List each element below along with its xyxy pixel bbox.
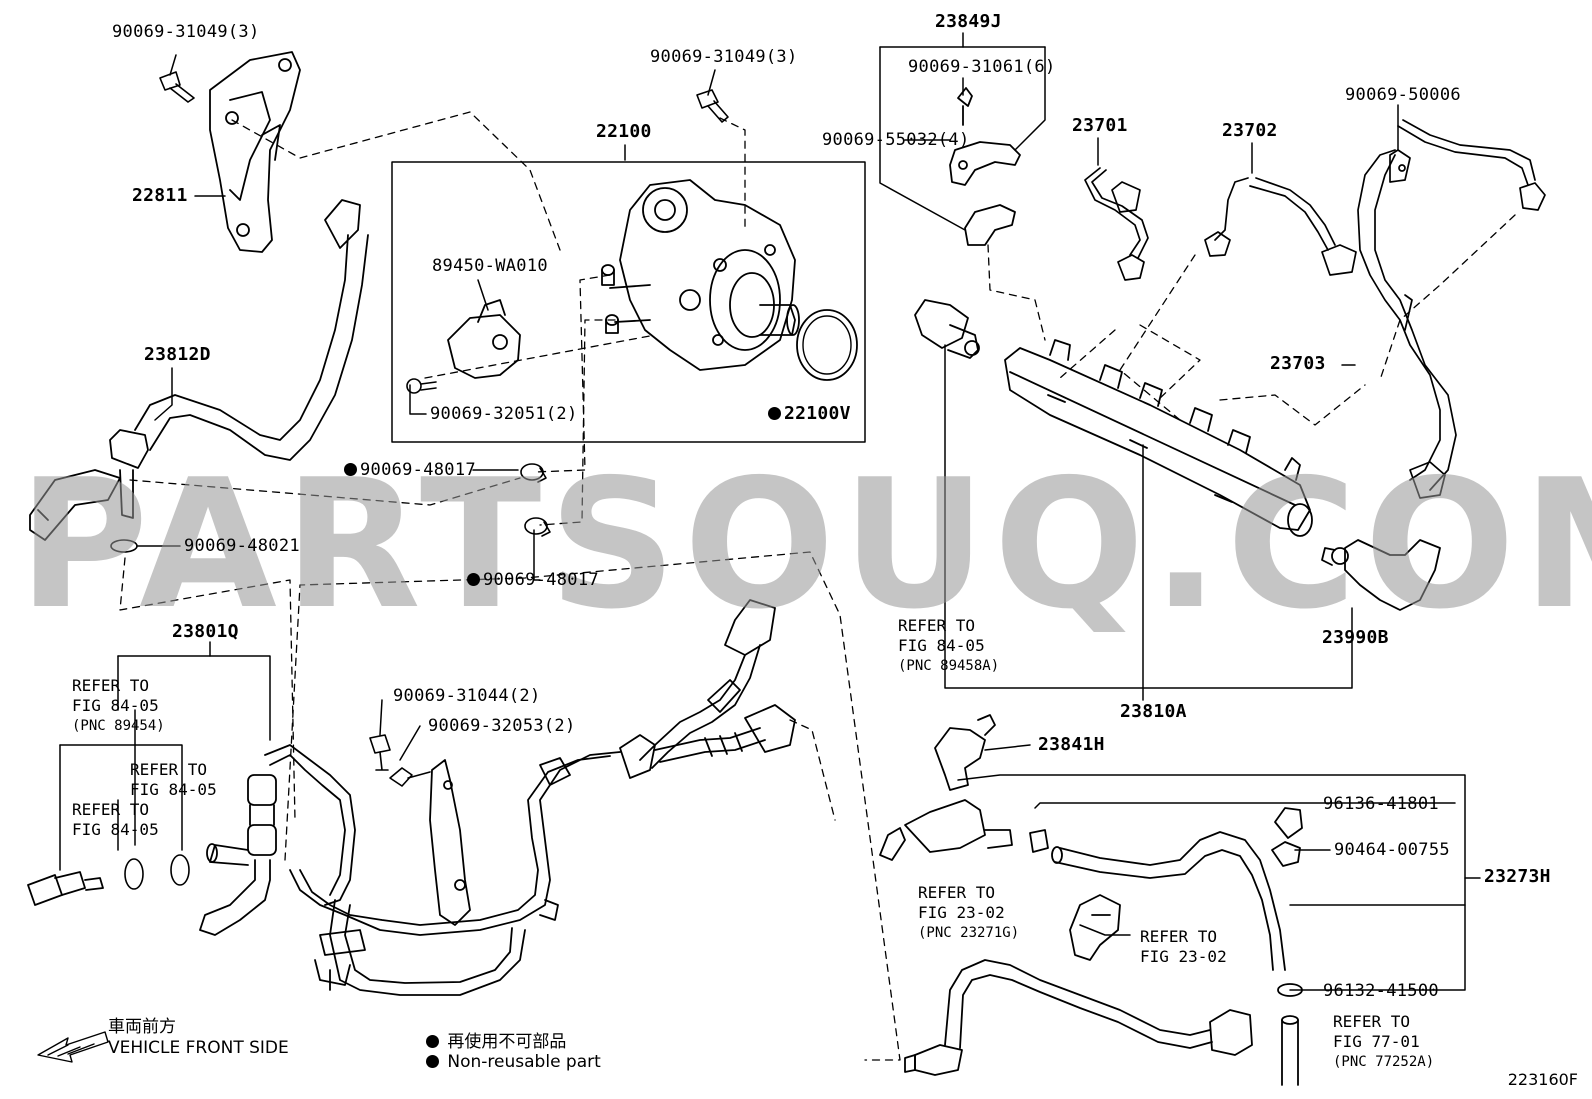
label-pump-assy[interactable]: 22100 (596, 121, 652, 142)
label-clamp-set[interactable]: 23849J (935, 11, 1002, 32)
label-hose-assy[interactable]: 23273H (1484, 866, 1551, 887)
clip-drawing (1069, 894, 1121, 961)
label-bracket[interactable]: 22811 (132, 185, 188, 206)
fuel-pipe-center (619, 599, 796, 779)
front-arrow-icon (37, 1031, 109, 1063)
label-pipe-main[interactable]: 23812D (144, 344, 211, 365)
bracket-22811 (209, 51, 301, 253)
watermark: PARTSOUQ.COM (18, 441, 1592, 648)
wires (1084, 119, 1546, 499)
temp-sensor-drawing (27, 871, 104, 906)
limiter-drawing (1321, 539, 1441, 611)
bolts-hose-drawing (369, 734, 431, 787)
label-bolt-a[interactable]: 90069-31049(3) (112, 22, 260, 42)
nonreusable-dot-icon (344, 463, 357, 476)
pipe-23812D (109, 199, 369, 519)
label-screw-hose[interactable]: 90069-32053(2) (428, 716, 576, 736)
bolt-left-drawing (159, 71, 195, 103)
label-oring-pump[interactable]: 22100V (768, 404, 851, 424)
label-screw-pump[interactable]: 90069-32051(2) (430, 404, 578, 424)
label-hose-set[interactable]: 23801Q (172, 621, 239, 642)
leader-lines (59, 32, 1481, 991)
diagram-code: 223160F (1507, 1070, 1578, 1089)
label-rail[interactable]: 23810A (1120, 701, 1187, 722)
label-clamp-c[interactable]: 90069-48017 (467, 570, 599, 590)
clamp-drawings (110, 463, 551, 553)
legend-jp: 再使用不可部品 (426, 1027, 566, 1052)
nonreusable-dot-icon (768, 407, 781, 420)
sensor-drawing (914, 299, 980, 359)
pump-box (391, 161, 866, 443)
hose-bottom-drawing (904, 959, 1253, 1076)
valve-89450 (447, 299, 521, 379)
orings-lower-left (124, 854, 190, 890)
label-clamp-a[interactable]: 90069-48017 (344, 460, 476, 480)
label-wire-b[interactable]: 23702 (1222, 120, 1278, 141)
nonreusable-dot-icon (467, 573, 480, 586)
hose-set-drawing (199, 744, 621, 996)
label-clamp-b[interactable]: 90069-48021 (184, 536, 300, 556)
direction-en: VEHICLE FRONT SIDE (108, 1038, 289, 1058)
nonreusable-dot-icon (426, 1035, 439, 1048)
oring-22100V (796, 309, 858, 381)
screw-pump-drawing (406, 378, 437, 394)
label-limiter[interactable]: 23990B (1322, 627, 1389, 648)
label-clip-b[interactable]: 90464-00755 (1334, 840, 1450, 860)
rail-drawing (1004, 339, 1313, 537)
dashed-leaders (119, 111, 1516, 1061)
bolt-right-drawing (696, 89, 729, 123)
label-wire-clip[interactable]: 90069-50006 (1345, 85, 1461, 105)
nonreusable-dot-icon (426, 1055, 439, 1068)
label-clip-c[interactable]: 96132-41500 (1323, 981, 1439, 1001)
direction-jp: 車両前方 (108, 1017, 176, 1037)
label-wire-a[interactable]: 23701 (1072, 115, 1128, 136)
label-bolt-clamp[interactable]: 90069-31061(6) (908, 57, 1056, 77)
label-pump-valve[interactable]: 89450-WA010 (432, 256, 548, 276)
label-bolt-b[interactable]: 90069-31049(3) (650, 47, 798, 67)
label-bolt-hose[interactable]: 90069-31044(2) (393, 686, 541, 706)
hose-assy-drawing (879, 799, 1303, 1086)
legend-en: Non-reusable part (426, 1052, 601, 1072)
label-cushion[interactable]: 90069-55032(4) (822, 130, 970, 150)
label-connector[interactable]: 23841H (1038, 734, 1105, 755)
pump-22100 (601, 179, 800, 371)
bracket-hose-drawing (429, 759, 471, 926)
clamp-set-drawing (949, 87, 1021, 246)
connector-drawing (934, 714, 996, 791)
hose-left-end (29, 469, 121, 541)
label-wire-c[interactable]: 23703 (1270, 353, 1326, 374)
label-clip-a[interactable]: 96136-41801 (1323, 794, 1439, 814)
